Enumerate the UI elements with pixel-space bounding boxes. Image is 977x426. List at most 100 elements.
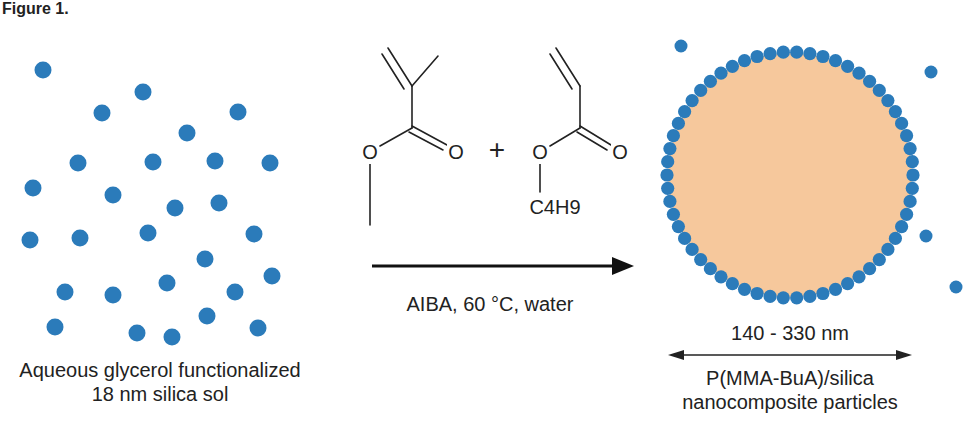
- silica-sol-dots: [22, 62, 281, 346]
- silica-dot: [803, 47, 816, 60]
- silica-dot: [667, 208, 680, 221]
- free-silica-dots: [675, 40, 963, 294]
- silica-dot: [738, 283, 751, 296]
- silica-dot: [72, 230, 89, 247]
- polymer-core: [668, 53, 912, 297]
- figure-title: Figure 1.: [2, 0, 69, 18]
- silica-dot: [179, 125, 196, 142]
- silica-dot: [246, 226, 263, 243]
- silica-dot: [57, 284, 74, 301]
- silica-dot: [678, 105, 691, 118]
- silica-dot: [726, 60, 739, 73]
- silica-dot: [803, 290, 816, 303]
- silica-dot: [873, 253, 886, 266]
- silica-dot: [881, 243, 894, 256]
- silica-dot: [230, 104, 247, 121]
- silica-dot: [881, 94, 894, 107]
- silica-dot: [816, 287, 829, 300]
- silica-dot: [22, 232, 39, 249]
- silica-dot: [199, 308, 216, 325]
- atom-label: O: [531, 140, 549, 164]
- silica-dot: [726, 277, 739, 290]
- reaction-conditions: AIBA, 60 °C, water: [407, 292, 574, 316]
- silica-dot: [906, 155, 919, 168]
- silica-dot: [663, 142, 676, 155]
- silica-dot: [694, 253, 707, 266]
- size-range: 140 - 330 nm: [731, 321, 849, 345]
- silica-dot: [841, 277, 854, 290]
- silica-dot: [661, 182, 674, 195]
- silica-dot: [663, 195, 676, 208]
- silica-dot: [714, 270, 727, 283]
- silica-dot: [667, 129, 680, 142]
- silica-dot: [164, 329, 181, 346]
- silica-dot: [906, 168, 919, 181]
- silica-dot: [250, 320, 267, 337]
- silica-dot: [895, 220, 908, 233]
- silica-dot: [197, 251, 214, 268]
- silica-dot: [686, 94, 699, 107]
- size-dimension-arrow: [668, 350, 912, 360]
- atom-label: O: [361, 140, 379, 164]
- silica-dot: [895, 117, 908, 130]
- silica-dot: [751, 50, 764, 63]
- silica-dot: [105, 187, 122, 204]
- atom-label: O: [611, 140, 629, 164]
- silica-dot: [35, 62, 52, 79]
- silica-dot: [714, 67, 727, 80]
- silica-dot: [829, 54, 842, 67]
- silica-dot: [841, 60, 854, 73]
- silica-shell-dots: [660, 46, 919, 305]
- mma-structure: [370, 48, 447, 225]
- silica-dot: [863, 262, 876, 275]
- silica-dot: [129, 325, 146, 342]
- silica-dot: [704, 262, 717, 275]
- silica-dot: [904, 142, 917, 155]
- silica-dot: [159, 275, 176, 292]
- silica-dot: [264, 268, 281, 285]
- atom-label: C4H9: [528, 195, 581, 219]
- silica-dot: [764, 290, 777, 303]
- silica-dot: [873, 84, 886, 97]
- silica-dot: [790, 46, 803, 59]
- silica-dot: [70, 155, 87, 172]
- silica-dot: [904, 195, 917, 208]
- silica-dot: [900, 129, 913, 142]
- silica-dot: [227, 284, 244, 301]
- silica-dot: [852, 67, 865, 80]
- silica-dot: [906, 182, 919, 195]
- silica-dot: [863, 75, 876, 88]
- silica-dot: [140, 225, 157, 242]
- silica-dot: [47, 319, 64, 336]
- product-caption: P(MMA-BuA)/silica nanocomposite particle…: [673, 366, 908, 415]
- silica-dot: [94, 105, 111, 122]
- silica-dot: [686, 243, 699, 256]
- silica-dot: [167, 200, 184, 217]
- silica-dot: [738, 54, 751, 67]
- silica-dot: [661, 155, 674, 168]
- silica-dot: [704, 75, 717, 88]
- silica-dot: [105, 287, 122, 304]
- silica-dot: [777, 46, 790, 59]
- silica-dot: [764, 47, 777, 60]
- silica-dot: [207, 153, 224, 170]
- silica-dot: [889, 105, 902, 118]
- silica-dot: [751, 287, 764, 300]
- silica-dot: [852, 270, 865, 283]
- silica-dot: [25, 180, 42, 197]
- sol-caption: Aqueous glycerol functionalized 18 nm si…: [10, 358, 310, 407]
- bua-structure: [540, 48, 611, 192]
- silica-dot: [889, 232, 902, 245]
- silica-dot: [777, 291, 790, 304]
- silica-dot: [678, 232, 691, 245]
- silica-dot: [660, 168, 673, 181]
- silica-dot: [135, 84, 152, 101]
- reaction-arrow: [372, 257, 634, 275]
- silica-dot: [816, 50, 829, 63]
- silica-dot: [262, 155, 279, 172]
- silica-dot: [900, 208, 913, 221]
- silica-dot: [790, 291, 803, 304]
- silica-dot: [672, 220, 685, 233]
- silica-dot: [211, 195, 228, 212]
- silica-dot: [672, 117, 685, 130]
